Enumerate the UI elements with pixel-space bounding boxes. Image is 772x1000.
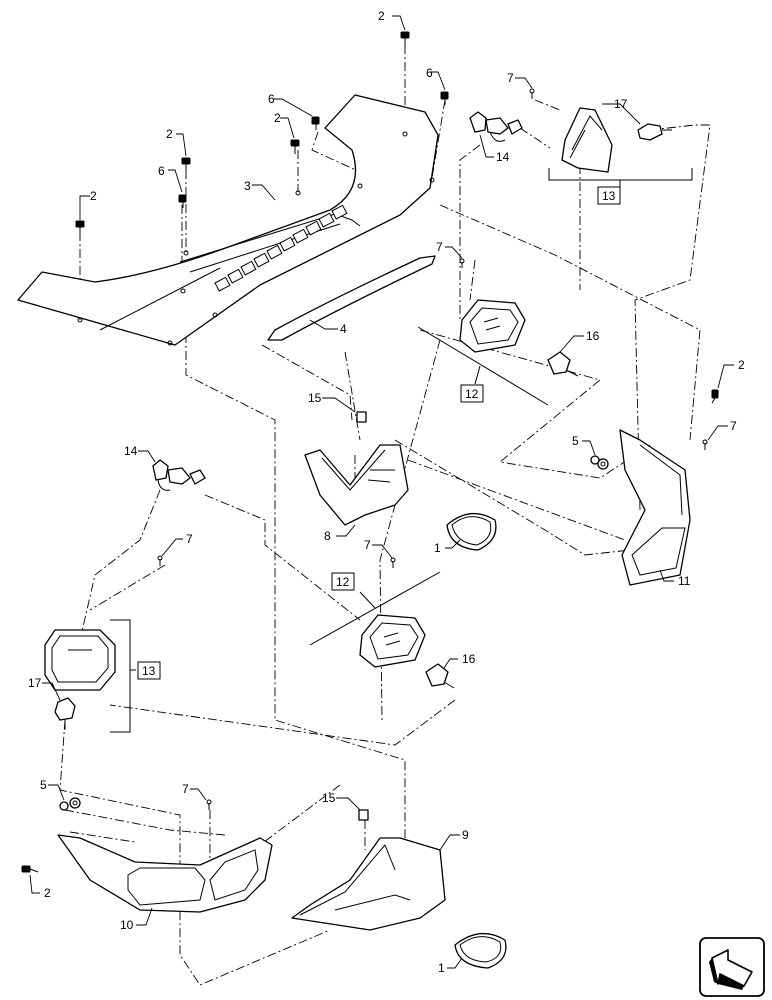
callout-15-top: 15	[308, 391, 322, 405]
kit-box-13-left: 13	[137, 661, 161, 680]
screw-7-f	[206, 799, 212, 810]
screw-6-c	[440, 91, 449, 105]
bulb-17-top	[637, 123, 672, 141]
callout-17-top: 17	[614, 97, 628, 111]
assembly-connection-lines	[59, 45, 711, 986]
callout-11: 11	[678, 574, 691, 588]
gasket-1-upper	[446, 513, 497, 551]
kit-bracket-13-left	[110, 619, 136, 733]
rubber-strip	[267, 255, 436, 341]
svg-text:13: 13	[602, 189, 616, 203]
callout-10: 10	[120, 918, 134, 932]
callout-3: 3	[244, 179, 251, 193]
screw-7-b	[459, 258, 465, 268]
callout-numbers: 2 6 6 2 2 6 3 2 7 17 14 7 4 16 2 7 15 5 …	[28, 9, 745, 975]
callout-6-b: 6	[158, 164, 165, 178]
callout-7-d: 7	[186, 532, 193, 546]
screw-2-b	[290, 139, 300, 154]
lamp-bezel-11	[619, 429, 691, 586]
kit-box-13-top: 13	[597, 186, 621, 205]
callout-2-top: 2	[378, 9, 385, 23]
screws	[21, 31, 719, 873]
washers	[59, 455, 609, 811]
callout-17-left: 17	[28, 676, 42, 690]
callout-15-bottom: 15	[322, 791, 336, 805]
callout-6-c: 6	[426, 66, 433, 80]
screw-7-c	[702, 439, 708, 450]
callout-4: 4	[340, 322, 347, 336]
clips	[356, 411, 369, 821]
work-lamp-upper	[459, 299, 526, 353]
screw-2-c	[75, 220, 85, 235]
kit-box-12-upper: 12	[460, 384, 484, 403]
callout-6-a: 6	[268, 92, 275, 106]
screw-2-a	[181, 157, 191, 172]
lamp-bracket-9	[291, 837, 446, 931]
callout-2-a: 2	[166, 127, 173, 141]
work-lamp-middle	[359, 614, 426, 668]
svg-text:13: 13	[142, 664, 156, 678]
gasket-1-lower	[454, 933, 507, 969]
kit-number-boxes: 13 12 12 13	[137, 186, 621, 680]
top-panel	[17, 94, 439, 346]
callout-9: 9	[462, 828, 469, 842]
lamp-housing-top	[561, 107, 613, 173]
screw-7-e	[390, 557, 396, 568]
callout-2-b: 2	[274, 111, 281, 125]
socket-16-upper	[547, 351, 579, 377]
kit-bracket-13-top	[548, 168, 693, 188]
wire-harness-left	[152, 459, 206, 491]
callout-7-a: 7	[507, 71, 514, 85]
callout-leader-lines	[29, 15, 734, 969]
callout-7-c: 7	[730, 419, 737, 433]
kit-bracket-12-upper	[417, 326, 549, 406]
callout-1-bottom: 1	[438, 961, 445, 975]
callout-5-right: 5	[572, 434, 579, 448]
screw-2-bottom	[21, 865, 39, 873]
svg-text:12: 12	[465, 387, 479, 401]
lamp-bracket-8	[304, 444, 409, 526]
callout-2-c: 2	[90, 189, 97, 203]
screw-7-d	[157, 555, 163, 566]
callout-14-left: 14	[124, 444, 138, 458]
callout-2-bottom: 2	[44, 886, 51, 900]
wire-harness-top	[469, 111, 523, 142]
panel-vent-slots	[214, 204, 348, 292]
socket-16-middle	[425, 663, 455, 689]
screw-7-a	[529, 88, 535, 99]
callout-16-mid: 16	[462, 652, 476, 666]
callout-7-e: 7	[364, 538, 371, 552]
screw-6-a	[311, 116, 320, 130]
callout-7-b: 7	[436, 240, 443, 254]
previous-page-arrow-icon[interactable]	[699, 937, 765, 997]
screw-2-top	[400, 31, 410, 46]
callout-5-left: 5	[40, 778, 47, 792]
callout-16-top: 16	[586, 329, 600, 343]
lamp-bezel-10	[57, 834, 273, 913]
screw-6-b	[178, 194, 187, 208]
kit-bracket-12-middle	[309, 571, 441, 646]
callout-14-top: 14	[496, 150, 510, 164]
bulb-17-left	[54, 697, 76, 730]
kit-box-12-middle: 12	[331, 572, 355, 591]
callout-2-right: 2	[738, 358, 745, 372]
screw-2-right	[711, 389, 719, 404]
lamp-housing-left	[44, 629, 116, 691]
svg-text:12: 12	[336, 575, 350, 589]
callout-1-top: 1	[434, 541, 441, 555]
callout-8: 8	[324, 529, 331, 543]
callout-7-f: 7	[182, 782, 189, 796]
